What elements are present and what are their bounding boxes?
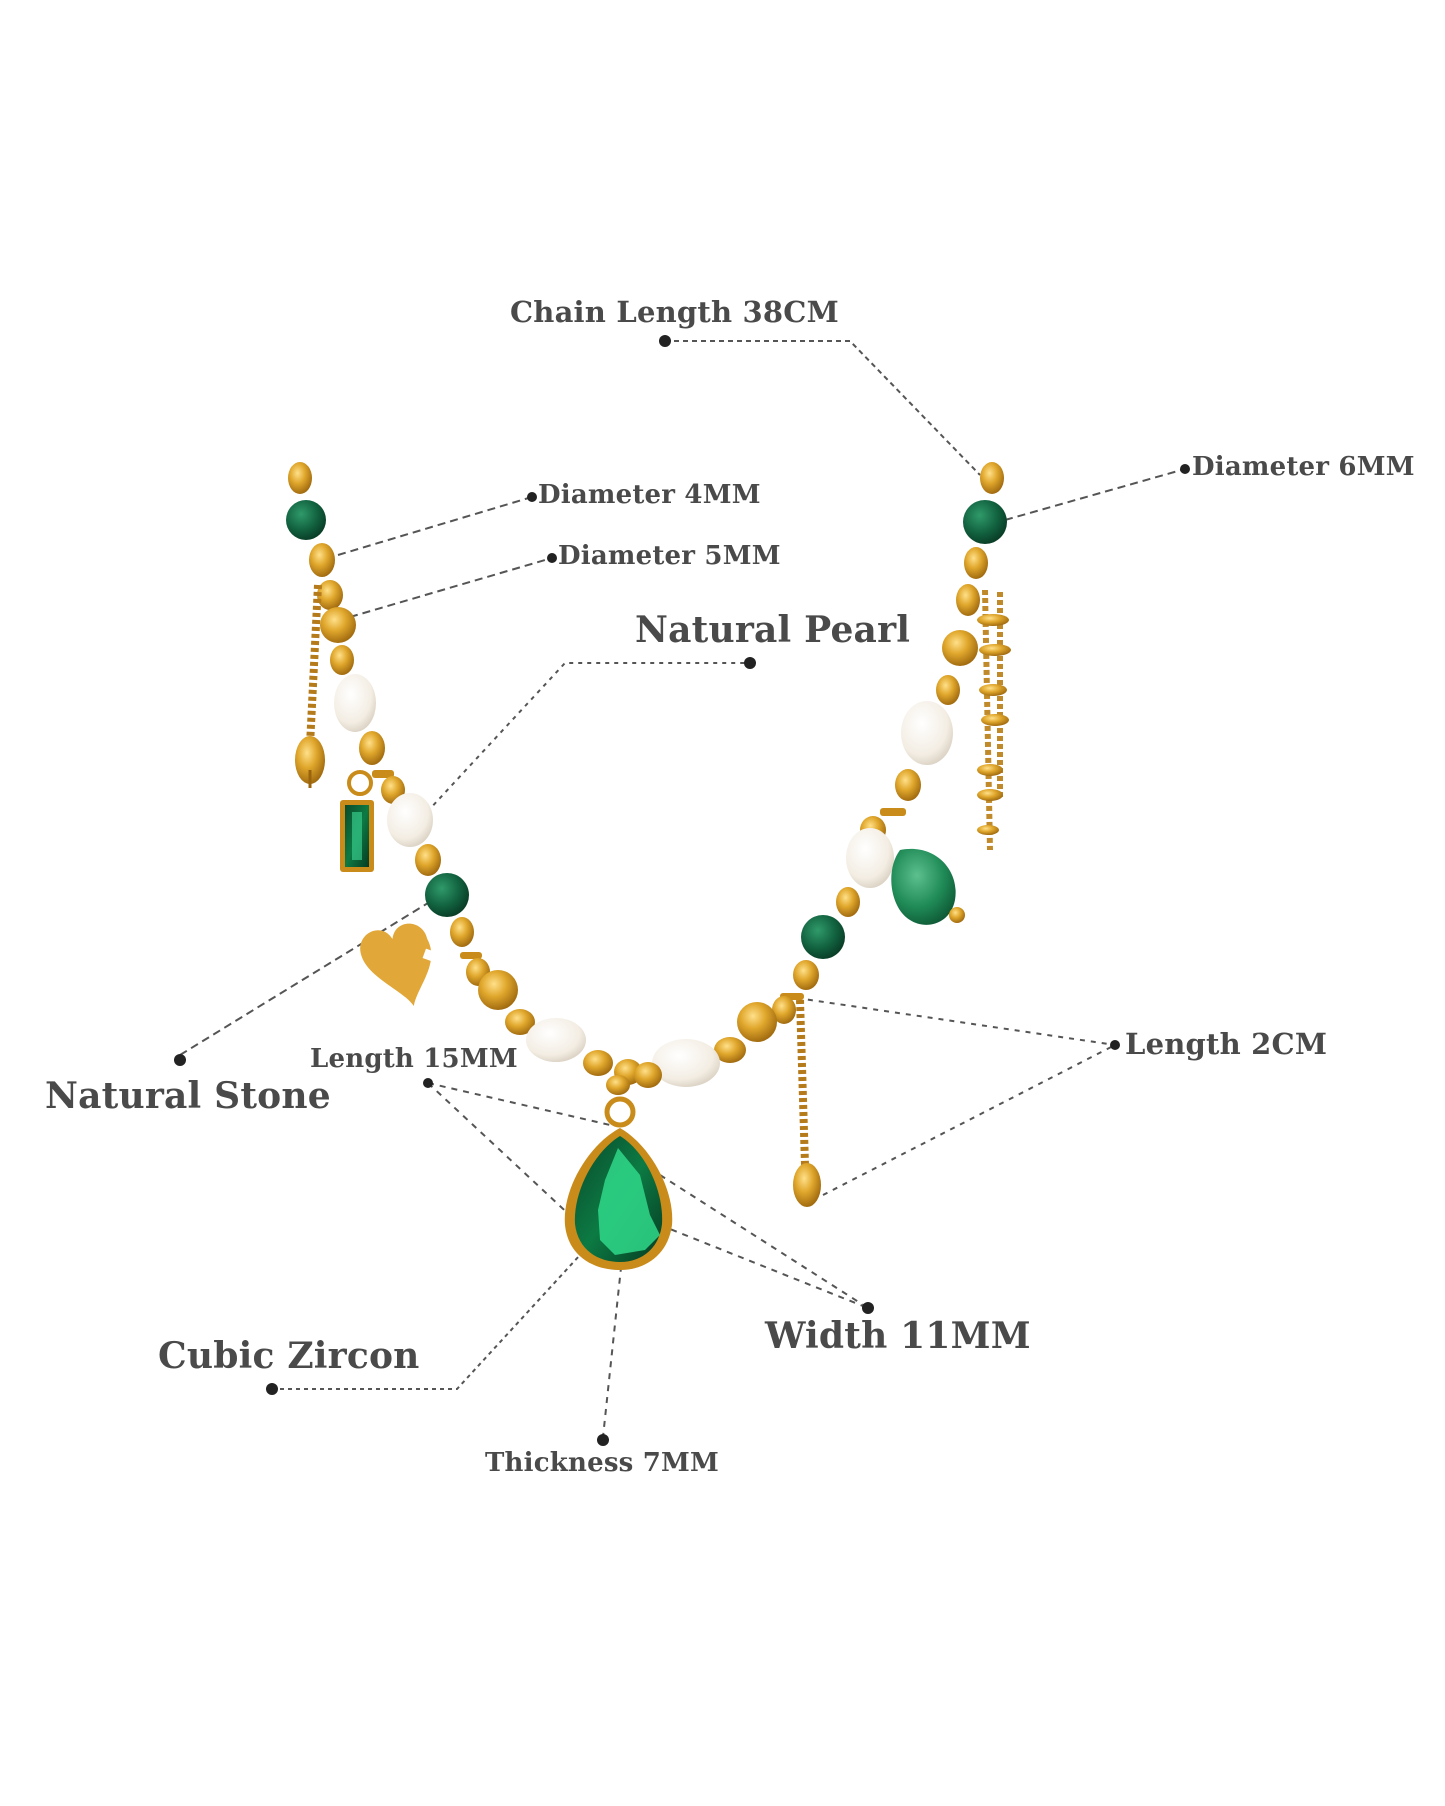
right-tassel — [977, 589, 1011, 851]
left-chain-drop — [295, 584, 325, 788]
leader-dots — [174, 335, 1190, 1446]
pearl-bead — [901, 701, 953, 765]
left-strand — [286, 462, 642, 1085]
pearl-bead — [334, 674, 376, 732]
natural-pearl-label: Natural Pearl — [635, 609, 911, 651]
natural-stone-label: Natural Stone — [45, 1075, 331, 1117]
baguette-charm — [340, 770, 374, 872]
right-strand — [634, 462, 1007, 1088]
malachite-bead — [425, 873, 469, 917]
heart-charm — [360, 923, 436, 1007]
length-15mm-label: Length 15MM — [310, 1044, 518, 1074]
malachite-bead — [286, 500, 326, 540]
malachite-bead — [801, 915, 845, 959]
chain-length-label: Chain Length 38CM — [510, 295, 839, 329]
diameter-5mm-label: Diameter 5MM — [558, 541, 781, 571]
width-11mm-label: Width 11MM — [765, 1315, 1031, 1357]
cubic-zircon-label: Cubic Zircon — [158, 1335, 420, 1377]
pearl-bead — [846, 828, 894, 888]
thickness-7mm-label: Thickness 7MM — [485, 1448, 719, 1478]
pearl-bead — [387, 793, 433, 847]
gold-bead-5mm — [320, 607, 356, 643]
leader-lines — [179, 340, 1186, 1438]
length-2cm-label: Length 2CM — [1125, 1027, 1328, 1061]
diameter-4mm-label: Diameter 4MM — [538, 480, 761, 510]
pearl-bead — [652, 1039, 720, 1087]
right-chain-drop — [793, 999, 821, 1207]
pearl-bead — [526, 1018, 586, 1062]
diameter-6mm-label: Diameter 6MM — [1192, 452, 1415, 482]
jade-drop — [891, 848, 965, 925]
cubic-zircon-pendant — [564, 1075, 673, 1270]
malachite-bead-6mm — [963, 500, 1007, 544]
